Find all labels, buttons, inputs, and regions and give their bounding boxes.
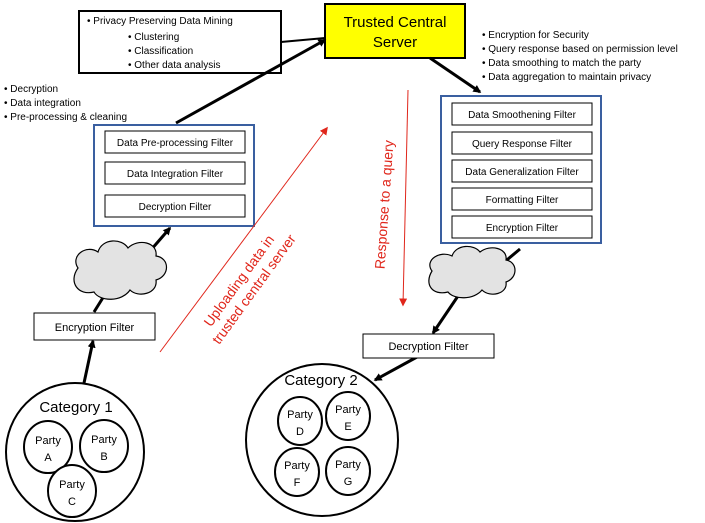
data-mining-title: • Privacy Preserving Data Mining [87,16,233,27]
client-decryption-filter-box [362,333,495,359]
category-1-group: Category 1 Party A Party B Party C [5,382,145,522]
client-decryption-filter-label: Decryption Filter [388,341,468,353]
response-flow-label: Response to a query [372,140,397,270]
party-g-node: Party G [325,446,371,496]
upload-step-item: • Pre-processing & cleaning [4,112,127,123]
integration-filter-label: Data Integration Filter [127,169,224,180]
network-cloud-right-icon [428,245,516,299]
server-role-item: • Query response based on permission lev… [482,44,678,55]
preprocessing-filter-box [104,130,246,154]
data-mining-tasks-frame [78,10,282,74]
server-title-line1: Trusted Central [344,14,447,31]
server-decryption-filter-box [104,194,246,218]
party-label: Party [335,404,361,416]
data-mining-item: • Classification [128,46,193,57]
server-role-item: • Data smoothing to match the party [482,58,641,69]
server-roles-list: • Encryption for Security • Query respon… [482,30,678,83]
integration-filter-box [104,161,246,185]
party-id: A [44,452,52,464]
category-2-title: Category 2 [284,372,357,389]
party-label: Party [59,479,85,491]
response-flow-arrow [399,89,409,307]
generalization-filter-box [451,159,593,183]
category-2-group: Category 2 Party D Party E Party F Party… [245,363,399,517]
smoothening-filter-box [451,102,593,126]
formatting-filter-box [451,187,593,211]
party-id: D [296,426,304,438]
party-id: E [344,421,351,433]
data-mining-tasks-box: • Privacy Preserving Data Mining • Clust… [78,10,282,74]
upload-flow-arrow [159,126,328,353]
server-box [324,3,466,59]
party-id: F [294,477,301,489]
query-response-filter-label: Query Response Filter [472,139,573,150]
client-encryption-filter: Encryption Filter [33,312,156,341]
party-id: B [100,451,107,463]
party-d-node: Party D [277,396,323,446]
response-filter-group: Data Smoothening Filter Query Response F… [440,95,602,244]
server-encryption-filter-box [451,215,593,239]
upload-step-item: • Decryption [4,84,58,95]
party-e-node: Party E [325,391,371,441]
server-title-line2: Server [373,34,417,51]
network-cloud-left-icon [73,240,168,300]
party-a-node: Party A [23,420,73,474]
party-label: Party [335,459,361,471]
party-label: Party [287,409,313,421]
server-role-item: • Data aggregation to maintain privacy [482,72,651,83]
trusted-central-server: Trusted Central Server [324,3,466,59]
generalization-filter-label: Data Generalization Filter [465,167,579,178]
query-response-filter-box [451,131,593,155]
server-decryption-filter-label: Decryption Filter [139,202,212,213]
client-encryption-filter-box [33,312,156,341]
category-1-circle [5,382,145,522]
server-role-item: • Encryption for Security [482,30,589,41]
decryption-to-category2-arrow [373,355,418,382]
party-id: C [68,496,76,508]
client-decryption-filter: Decryption Filter [362,333,495,359]
party-f-node: Party F [274,447,320,497]
party-label: Party [35,435,61,447]
party-b-node: Party B [79,419,129,473]
party-label: Party [91,434,117,446]
data-mining-item: • Clustering [128,32,179,43]
formatting-filter-label: Formatting Filter [486,195,559,206]
cloud-to-decryption-arrow [431,295,460,335]
upload-filter-group: Data Pre-processing Filter Data Integrat… [93,124,255,227]
party-c-node: Party C [47,464,97,518]
client-encryption-filter-label: Encryption Filter [55,322,135,334]
category-1-title: Category 1 [39,399,112,416]
upload-steps-list: • Decryption • Data integration • Pre-pr… [4,84,127,123]
upload-step-item: • Data integration [4,98,81,109]
server-encryption-filter-label: Encryption Filter [486,223,559,234]
mining-to-server-connector [280,37,326,43]
party-id: G [344,476,353,488]
upload-to-server-arrow [175,38,327,125]
data-mining-item: • Other data analysis [128,60,220,71]
smoothening-filter-label: Data Smoothening Filter [468,110,577,121]
preprocessing-filter-label: Data Pre-processing Filter [117,138,234,149]
category1-to-encryption-arrow [82,339,96,384]
server-to-response-arrow [429,56,482,94]
party-label: Party [284,460,310,472]
